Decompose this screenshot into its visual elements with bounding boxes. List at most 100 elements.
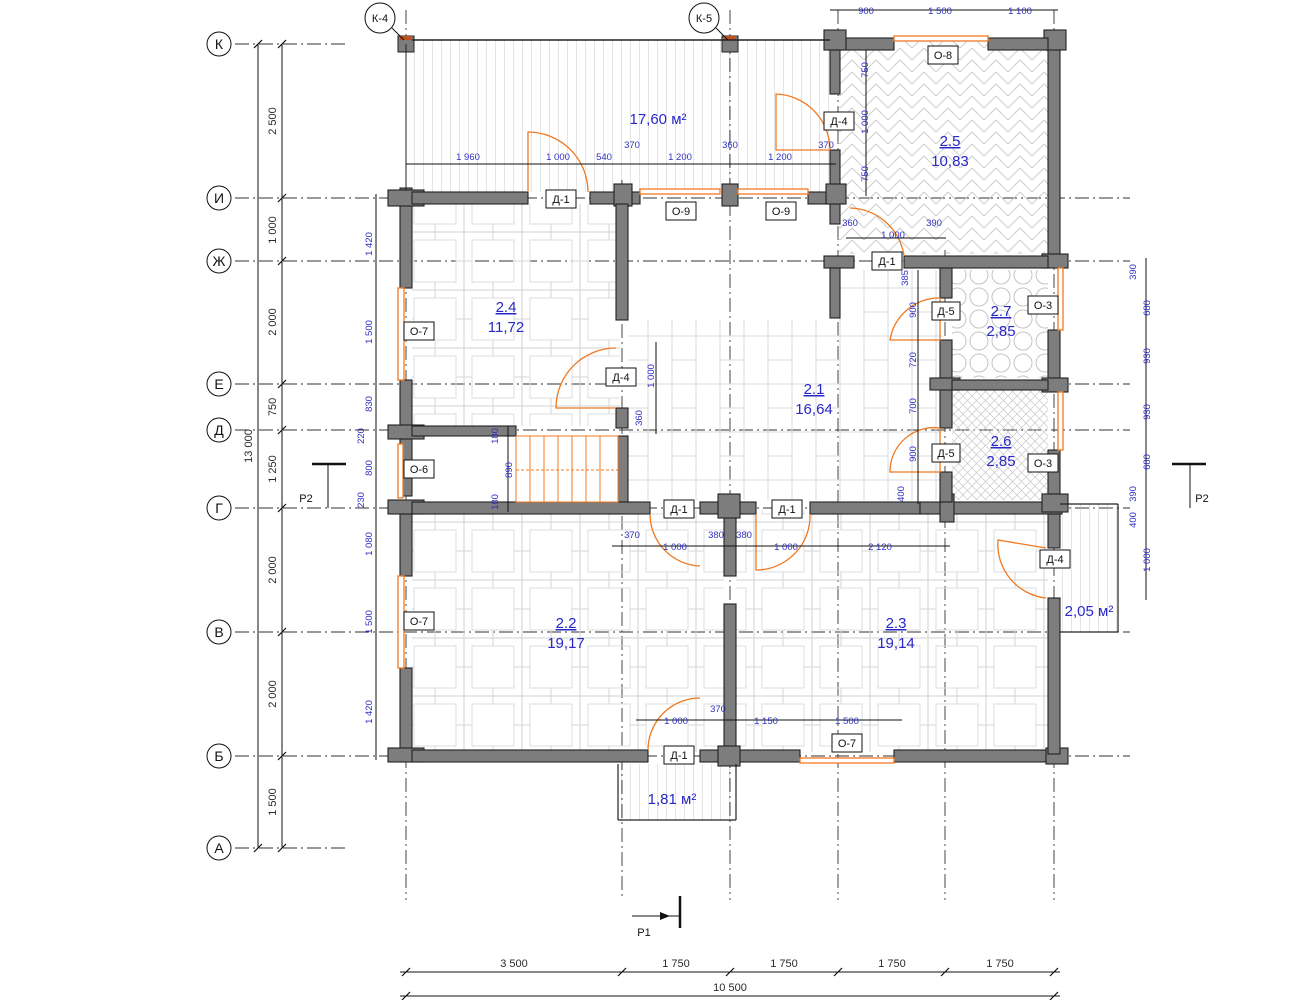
svg-text:1 500: 1 500	[835, 716, 859, 727]
svg-text:В: В	[214, 624, 223, 640]
terrace-area: 17,60 м²	[629, 111, 686, 128]
axis-zh: Ж	[206, 248, 232, 274]
svg-text:1 750: 1 750	[662, 958, 690, 970]
svg-text:1 000: 1 000	[860, 110, 871, 134]
svg-text:И: И	[214, 190, 224, 206]
svg-text:680: 680	[1142, 300, 1153, 316]
room-2-4-area: 11,72	[488, 319, 524, 336]
svg-text:2 120: 2 120	[868, 542, 892, 553]
porch-bottom-area: 1,81 м²	[648, 791, 697, 808]
svg-text:390: 390	[926, 218, 942, 229]
porch-right-area: 2,05 м²	[1065, 603, 1114, 620]
axis-bubbles: К И Ж Е Д Г В Б А	[206, 31, 232, 861]
svg-text:900: 900	[858, 6, 874, 17]
svg-text:2 000: 2 000	[267, 680, 279, 708]
svg-text:О-3: О-3	[1034, 300, 1052, 312]
svg-text:Д-4: Д-4	[830, 116, 847, 128]
svg-text:930: 930	[1142, 404, 1153, 420]
svg-text:О-6: О-6	[410, 464, 428, 476]
section-p1: Р1	[632, 896, 682, 939]
svg-text:1 100: 1 100	[1008, 6, 1032, 17]
svg-text:К: К	[215, 36, 224, 52]
element-tags: Д-1 О-9 О-9 Д-4 О-8 Д-1 Д-5 О-3 Д-5 О-3 …	[364, 2, 1071, 765]
svg-text:1 200: 1 200	[768, 152, 792, 163]
svg-text:А: А	[214, 840, 224, 856]
tag-d1-hall: Д-1	[871, 251, 903, 271]
tag-o7-24: О-7	[403, 321, 435, 341]
svg-text:К-5: К-5	[696, 13, 712, 25]
svg-text:360: 360	[722, 140, 738, 151]
svg-text:Е: Е	[214, 376, 223, 392]
left-dimensions: 13 000 2 500 1 000 2 000 750 1 250 2 000…	[243, 39, 377, 853]
svg-text:О-8: О-8	[934, 50, 952, 62]
tag-o8: О-8	[927, 45, 959, 65]
svg-text:1 000: 1 000	[267, 216, 279, 244]
svg-text:370: 370	[710, 704, 726, 715]
svg-text:Б: Б	[214, 748, 223, 764]
doors	[527, 93, 1047, 751]
svg-text:900: 900	[908, 446, 919, 462]
tag-k4: К-4	[364, 2, 405, 41]
svg-text:180: 180	[490, 428, 501, 444]
tag-o7-bottom: О-7	[831, 733, 863, 753]
svg-text:1 750: 1 750	[770, 958, 798, 970]
tag-o6: О-6	[403, 459, 435, 479]
svg-text:Д-1: Д-1	[552, 194, 569, 206]
top-right-dimensions: 900 1 500 1 100	[830, 6, 1058, 17]
room-2-1-area: 16,64	[795, 401, 833, 418]
svg-text:О-7: О-7	[410, 326, 428, 338]
svg-text:Д-1: Д-1	[670, 504, 687, 516]
right-dimensions: 390 680 930 930 680 390 400 1 000	[1128, 258, 1153, 600]
section-p2-right: Р2	[1172, 462, 1209, 508]
svg-text:Р2: Р2	[1195, 493, 1208, 505]
room-2-6-name: 2.6	[991, 433, 1012, 450]
svg-text:1 420: 1 420	[364, 232, 375, 256]
svg-text:380: 380	[736, 530, 752, 541]
tag-d1-23: Д-1	[771, 499, 803, 519]
tag-o9-right: О-9	[765, 201, 797, 221]
tag-d4-24: Д-4	[605, 367, 637, 387]
tag-k5: К-5	[688, 2, 729, 41]
svg-text:1 200: 1 200	[668, 152, 692, 163]
staircase	[515, 435, 619, 503]
room-2-6-area: 2,85	[986, 453, 1015, 470]
axis-k: К	[206, 31, 232, 57]
tag-o3-bottom: О-3	[1027, 453, 1059, 473]
tag-d4-top: Д-4	[823, 111, 855, 131]
room-2-7-name: 2.7	[991, 303, 1012, 320]
svg-text:1 420: 1 420	[364, 700, 375, 724]
svg-text:720: 720	[908, 352, 919, 368]
svg-text:800: 800	[364, 460, 375, 476]
axis-v: В	[206, 619, 232, 645]
svg-text:400: 400	[1128, 512, 1139, 528]
axis-b: Б	[206, 743, 232, 769]
tag-d5-top: Д-5	[931, 301, 961, 321]
tag-o9-left: О-9	[665, 201, 697, 221]
svg-text:400: 400	[896, 486, 907, 502]
svg-text:370: 370	[624, 530, 640, 541]
room-labels: 17,60 м² 2.5 10,83 2.4 11,72 2.1 16,64 2…	[488, 111, 1114, 808]
axis-e: Е	[206, 371, 232, 397]
svg-text:Р1: Р1	[637, 927, 650, 939]
svg-text:1 150: 1 150	[754, 716, 778, 727]
axis-g: Г	[206, 495, 232, 521]
svg-text:Д-4: Д-4	[1046, 554, 1063, 566]
inner-dimensions: 1 960 1 000 540 370 1 200 360 1 200 370 …	[406, 50, 950, 727]
svg-text:О-9: О-9	[772, 206, 790, 218]
svg-text:К-4: К-4	[372, 13, 388, 25]
room-2-7-area: 2,85	[986, 323, 1015, 340]
svg-text:930: 930	[1142, 348, 1153, 364]
svg-text:1 080: 1 080	[364, 532, 375, 556]
svg-text:Д-1: Д-1	[878, 256, 895, 268]
svg-text:680: 680	[1142, 454, 1153, 470]
svg-text:Д: Д	[214, 422, 224, 438]
svg-text:1 000: 1 000	[646, 364, 657, 388]
room-2-4-name: 2.4	[496, 299, 517, 316]
svg-text:1 000: 1 000	[663, 542, 687, 553]
svg-text:390: 390	[1128, 264, 1139, 280]
tag-o3-top: О-3	[1027, 295, 1059, 315]
svg-text:1 750: 1 750	[878, 958, 906, 970]
svg-text:1 750: 1 750	[986, 958, 1014, 970]
svg-text:360: 360	[842, 218, 858, 229]
svg-text:360: 360	[634, 410, 645, 426]
